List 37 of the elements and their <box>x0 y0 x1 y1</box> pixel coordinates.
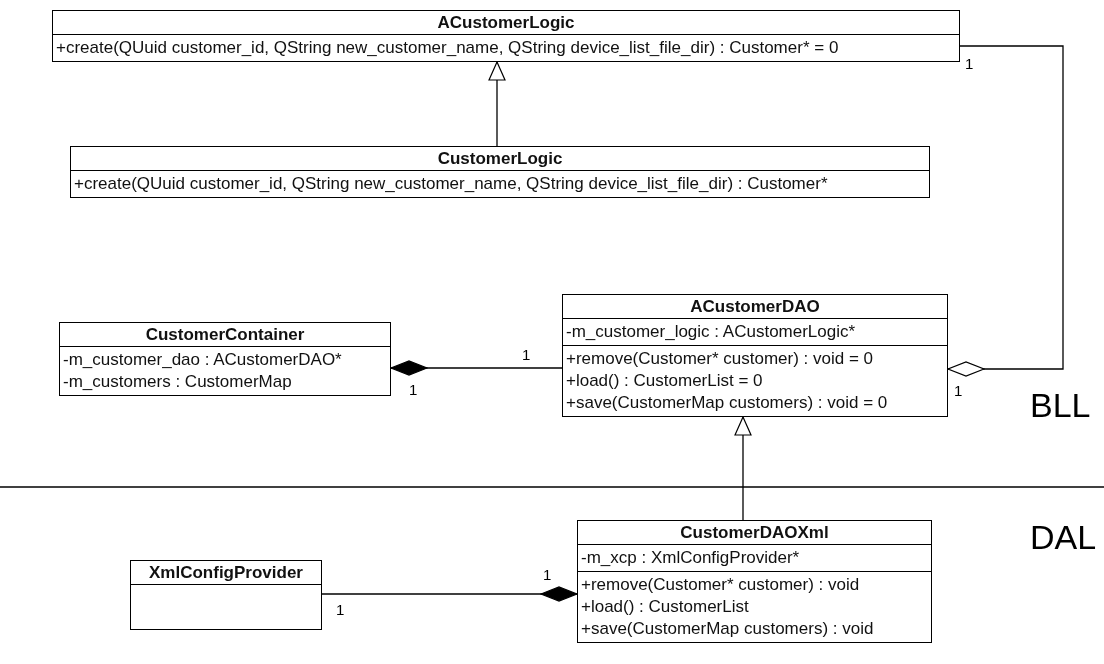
multiplicity-label: 1 <box>522 346 531 363</box>
class-box <box>577 520 932 643</box>
method-text: +save(CustomerMap customers) : void = 0 <box>566 392 889 414</box>
class-name: CustomerDAOXml <box>679 523 830 542</box>
method-text: +load() : CustomerList <box>581 596 750 618</box>
multiplicity-label: 1 <box>954 382 963 399</box>
multiplicity-label: 1 <box>336 601 345 618</box>
method-text: -m_customers : CustomerMap <box>63 371 293 393</box>
class-name: ACustomerLogic <box>436 13 576 32</box>
multiplicity-label: 1 <box>543 566 552 583</box>
class-name: ACustomerDAO <box>689 297 821 316</box>
attribute-text: -m_xcp : XmlConfigProvider* <box>581 547 801 569</box>
class-box <box>562 294 948 417</box>
class-name: CustomerContainer <box>144 325 306 344</box>
class-box <box>59 322 391 396</box>
aggregation-line <box>947 45 1064 377</box>
generalization-arrow <box>734 416 752 521</box>
layer-label: BLL <box>1030 386 1091 425</box>
class-name: XmlConfigProvider <box>148 563 304 582</box>
method-text: +remove(Customer* customer) : void = 0 <box>566 348 875 370</box>
class-box <box>70 146 930 198</box>
composition-line <box>390 360 563 376</box>
method-text: +save(CustomerMap customers) : void <box>581 618 875 640</box>
class-box <box>52 10 960 62</box>
multiplicity-label: 1 <box>409 381 418 398</box>
method-text: +create(QUuid customer_id, QString new_customer_name, QString device_list_file_dir) : Customer* <box>74 173 829 195</box>
composition-line <box>321 586 578 602</box>
layer-label: DAL <box>1030 518 1097 557</box>
method-text: +create(QUuid customer_id, QString new_customer_name, QString device_list_file_dir) : Customer* = 0 <box>56 37 840 59</box>
class-box <box>130 560 322 630</box>
generalization-arrow <box>488 61 506 147</box>
method-text: +load() : CustomerList = 0 <box>566 370 764 392</box>
attribute-text: -m_customer_logic : ACustomerLogic* <box>566 321 857 343</box>
multiplicity-label: 1 <box>965 55 974 72</box>
method-text: +remove(Customer* customer) : void <box>581 574 861 596</box>
method-text: -m_customer_dao : ACustomerDAO* <box>63 349 343 371</box>
class-name: CustomerLogic <box>436 149 564 168</box>
